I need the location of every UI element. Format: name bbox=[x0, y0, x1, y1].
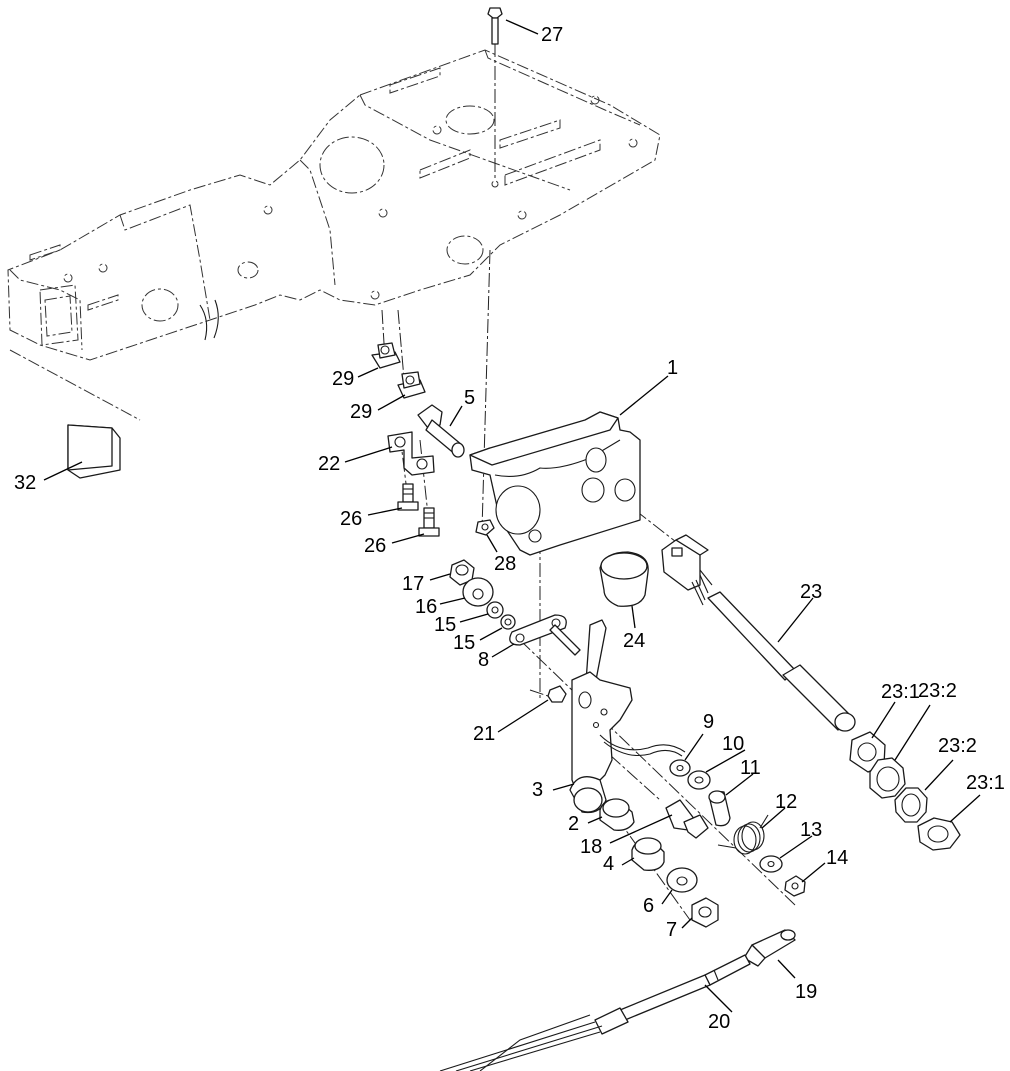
callout-23-1-right: 23:1 bbox=[966, 772, 1005, 794]
callout-14: 14 bbox=[826, 847, 848, 869]
clip-nut-29-upper bbox=[371, 342, 401, 369]
ball-joint-stud-18 bbox=[665, 799, 709, 839]
nut-28 bbox=[475, 519, 495, 536]
callout-6: 6 bbox=[643, 895, 654, 917]
callout-3: 3 bbox=[532, 779, 543, 801]
callout-29-lower: 29 bbox=[350, 401, 372, 423]
callout-2: 2 bbox=[568, 813, 579, 835]
control-lever-3 bbox=[569, 619, 686, 814]
callout-labels: 27 1 29 29 5 22 32 26 26 28 17 16 15 15 … bbox=[14, 24, 1005, 1033]
callout-32: 32 bbox=[14, 472, 36, 494]
nut-17 bbox=[449, 559, 475, 586]
callout-26-lower: 26 bbox=[364, 535, 386, 557]
washer-15-lower bbox=[500, 614, 516, 630]
clip-nut-29-lower bbox=[397, 371, 426, 399]
callout-5: 5 bbox=[464, 387, 475, 409]
torsion-spring-12 bbox=[717, 814, 769, 855]
callout-22: 22 bbox=[318, 453, 340, 475]
callout-16: 16 bbox=[415, 596, 437, 618]
nut-14 bbox=[784, 875, 806, 897]
callout-20: 20 bbox=[708, 1011, 730, 1033]
callout-21: 21 bbox=[473, 723, 495, 745]
callout-26-upper: 26 bbox=[340, 508, 362, 530]
callout-23-1-left: 23:1 bbox=[881, 681, 920, 703]
end-cap-32 bbox=[67, 424, 121, 479]
callout-8: 8 bbox=[478, 649, 489, 671]
callout-4: 4 bbox=[603, 853, 614, 875]
screw-26-upper bbox=[397, 483, 419, 511]
callout-19: 19 bbox=[795, 981, 817, 1003]
nut-7 bbox=[691, 897, 719, 928]
callout-18: 18 bbox=[580, 836, 602, 858]
stud-5 bbox=[417, 404, 465, 458]
callout-10: 10 bbox=[722, 733, 744, 755]
knob-24 bbox=[599, 551, 649, 607]
screw-26-lower bbox=[418, 507, 440, 537]
callout-28: 28 bbox=[494, 553, 516, 575]
cable-end-19 bbox=[743, 929, 796, 967]
callout-23-2-right: 23:2 bbox=[938, 735, 977, 757]
callout-12: 12 bbox=[775, 791, 797, 813]
link-8 bbox=[509, 614, 581, 656]
bushing-16 bbox=[462, 577, 494, 607]
bracket-22 bbox=[387, 431, 435, 476]
nut-21 bbox=[547, 685, 567, 703]
washer-6 bbox=[666, 867, 698, 893]
callout-15-lower: 15 bbox=[453, 632, 475, 654]
callout-15-upper: 15 bbox=[434, 614, 456, 636]
washer-10 bbox=[687, 770, 711, 790]
washer-9 bbox=[669, 759, 691, 777]
callout-23: 23 bbox=[800, 581, 822, 603]
bushing-2 bbox=[599, 798, 635, 831]
spacer-11 bbox=[708, 790, 731, 827]
bolt-27 bbox=[487, 7, 503, 45]
push-pull-cable-20 bbox=[439, 954, 751, 1071]
callout-27: 27 bbox=[541, 24, 563, 46]
jam-nut-23-1-right bbox=[917, 817, 961, 851]
sensor-23 bbox=[661, 534, 856, 732]
leader-lines bbox=[43, 19, 981, 1013]
callout-1: 1 bbox=[667, 357, 678, 379]
callout-23-2-left: 23:2 bbox=[918, 680, 957, 702]
bushing-4 bbox=[631, 837, 665, 871]
callout-29-upper: 29 bbox=[332, 368, 354, 390]
callout-7: 7 bbox=[666, 919, 677, 941]
frame-outline bbox=[7, 49, 661, 421]
washer-15-upper bbox=[486, 601, 504, 619]
callout-11: 11 bbox=[740, 757, 761, 779]
callout-17: 17 bbox=[402, 573, 424, 595]
lock-washer-23-2-left bbox=[869, 757, 906, 799]
washer-13 bbox=[759, 855, 783, 873]
mount-plate-1 bbox=[469, 411, 641, 556]
lock-washer-23-2-right bbox=[894, 787, 928, 823]
callout-24: 24 bbox=[623, 630, 645, 652]
callout-9: 9 bbox=[703, 711, 714, 733]
callout-13: 13 bbox=[800, 819, 822, 841]
